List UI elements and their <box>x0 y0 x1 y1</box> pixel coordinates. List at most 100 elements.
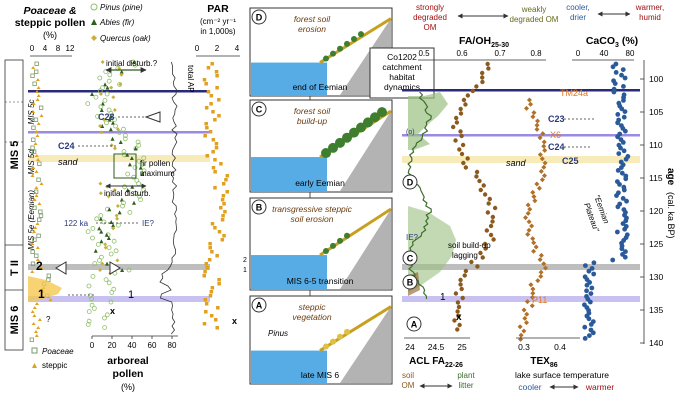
r-label-p11: P11 <box>532 295 547 305</box>
fa-marker <box>492 205 498 211</box>
r-label-c24: C24 <box>548 142 565 152</box>
caco3-marker <box>613 70 619 75</box>
fa-tick-1: 0.6 <box>456 49 468 58</box>
pinus-marker <box>89 296 94 302</box>
fa-marker <box>485 210 491 215</box>
label-fir-max-2: maximum <box>140 169 175 178</box>
quercus-marker <box>118 82 123 87</box>
steppic-marker <box>34 154 39 157</box>
vegetation <box>344 232 350 239</box>
pinus-marker <box>92 261 98 267</box>
co-box-line-1: Co1202 <box>387 52 417 62</box>
abies-marker <box>106 236 111 240</box>
label-two-left: 2 <box>36 259 43 273</box>
par-marker <box>204 310 208 314</box>
poaceae-title-1: Poaceae & <box>23 5 76 17</box>
par-marker <box>203 134 207 138</box>
pinus-marker <box>104 91 110 97</box>
tex-marker <box>524 105 530 111</box>
panel-letter-ring <box>251 199 267 215</box>
marker-band-right-hatch <box>402 264 640 270</box>
par-marker <box>217 114 221 118</box>
caco3-marker <box>622 128 628 134</box>
caco3-marker <box>621 187 627 193</box>
tex-marker <box>540 131 546 137</box>
right-letter-ring <box>402 174 418 190</box>
tex-marker <box>535 278 541 284</box>
steppic-marker <box>30 270 35 273</box>
fa-tick-3: 0.8 <box>530 49 542 58</box>
steppic-marker <box>31 110 36 113</box>
tex-marker <box>530 189 536 195</box>
svg-text:ACL FA22-26: ACL FA22-26 <box>409 356 463 369</box>
pinus-marker <box>132 165 138 171</box>
panel-letter: A <box>256 301 263 311</box>
acl-tick-0: 24 <box>405 342 415 352</box>
pinus-marker <box>85 321 91 327</box>
caco3-marker <box>615 120 621 126</box>
abies-marker <box>107 207 112 212</box>
acl-title: ACL FA <box>409 356 445 367</box>
tex-marker <box>538 269 544 275</box>
steppic-marker <box>36 86 41 89</box>
tex-marker <box>542 160 548 166</box>
poaceae-marker <box>34 69 39 74</box>
tex-marker <box>523 215 529 221</box>
plant-1: plant <box>457 371 475 380</box>
boundary-label-1: 1 <box>243 267 247 274</box>
par-marker <box>209 290 214 294</box>
par-marker <box>217 230 222 234</box>
par-marker <box>204 106 209 110</box>
par-marker <box>207 258 212 262</box>
soil-2: OM <box>402 381 415 390</box>
pinus-marker <box>127 209 133 215</box>
tex-marker <box>526 97 532 103</box>
poaceae-marker <box>33 117 39 122</box>
warm-humid-1: warmer, <box>635 3 664 12</box>
steppic-marker <box>35 222 40 225</box>
caco3-tick-0: 0 <box>576 49 581 58</box>
vegetation <box>344 328 350 335</box>
right-letter-ring <box>402 274 418 290</box>
co-box-line-3: habitat <box>389 72 415 82</box>
par-marker <box>224 178 228 182</box>
abies-marker <box>125 152 130 157</box>
panel-caption: end of Eemian <box>293 82 348 92</box>
abies-marker <box>90 92 95 96</box>
abies-marker <box>105 85 110 90</box>
par-marker <box>203 270 207 274</box>
caco3-marker <box>610 257 616 263</box>
legend-poaceae-marker <box>31 347 38 354</box>
r-label-c25: C25 <box>562 156 579 166</box>
arboreal-axis-2: pollen <box>113 368 144 380</box>
poaceae-tick-0: 0 <box>30 44 35 53</box>
pinus-marker <box>108 251 114 257</box>
caco3-marker <box>589 266 595 271</box>
steppic-marker <box>34 90 39 93</box>
fa-marker <box>470 88 475 94</box>
pinus-marker <box>111 238 117 244</box>
abies-marker <box>99 108 104 112</box>
poaceae-marker <box>30 249 35 254</box>
age-label: age <box>665 168 675 186</box>
total-ap-curve <box>159 61 178 335</box>
par-marker <box>210 250 214 254</box>
pinus-marker <box>94 216 100 222</box>
par-marker <box>213 158 217 162</box>
poaceae-marker <box>36 233 41 238</box>
tex-marker <box>530 294 536 300</box>
fa-marker <box>456 313 461 319</box>
poaceae-marker <box>34 61 39 66</box>
poaceae-tick-3: 12 <box>66 44 75 53</box>
caco3-marker <box>615 168 621 173</box>
tex-marker <box>539 156 545 162</box>
fa-marker <box>458 282 463 287</box>
fa-marker <box>483 246 488 251</box>
pinus-marker <box>116 129 122 135</box>
vegetation <box>370 112 380 123</box>
panel-caption: early Eemian <box>295 178 345 188</box>
tex-marker <box>538 273 544 279</box>
legend-poaceae: Poaceae <box>42 347 74 356</box>
marker-band-left-lilac <box>28 296 210 302</box>
par-marker <box>214 318 218 322</box>
